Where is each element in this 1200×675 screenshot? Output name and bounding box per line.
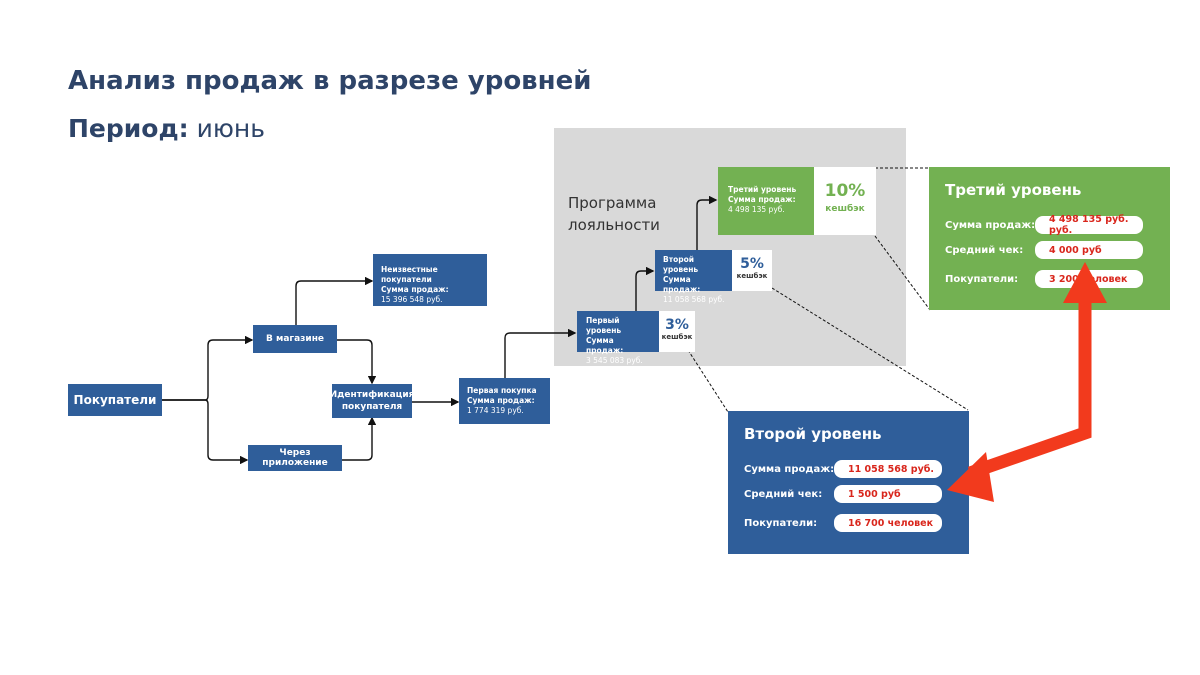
level2-box: Второй уровень Сумма продаж: 11 058 568 … xyxy=(655,250,732,304)
leader-level2-top xyxy=(771,287,969,411)
level2-detail-panel: Второй уровень Сумма продаж: 11 058 568 … xyxy=(728,411,969,554)
unknown-buyers-label: Сумма продаж: xyxy=(381,285,449,294)
first-purchase-box: Первая покупка Сумма продаж: 1 774 319 р… xyxy=(459,378,550,424)
level3-pct: 10% xyxy=(824,181,866,201)
connector-buyers-app xyxy=(162,399,249,465)
buyers-box: Покупатели xyxy=(68,384,162,416)
level2-cashback: 5% кешбэк xyxy=(732,250,772,291)
level3-cashback: 10% кешбэк xyxy=(814,167,876,235)
level2-label: Сумма продаж: xyxy=(663,275,701,294)
period-label: Период: xyxy=(68,114,189,143)
level2-panel-check-value: 1 500 руб xyxy=(834,485,942,503)
level3-panel-buyers-label: Покупатели: xyxy=(945,274,1019,285)
level2-panel-buyers-value: 16 700 человек xyxy=(834,514,942,532)
level3-panel-sales-label: Сумма продаж: xyxy=(945,220,1036,231)
level1-title: Первый уровень xyxy=(586,316,622,335)
level2-value: 11 058 568 руб. xyxy=(663,295,725,304)
level3-title: Третий уровень xyxy=(728,185,797,194)
level1-box: Первый уровень Сумма продаж: 3 545 083 р… xyxy=(577,311,659,365)
unknown-buyers-title: Неизвестные покупатели xyxy=(381,265,438,284)
level3-panel-sales-value: 4 498 135 руб. руб. xyxy=(1035,214,1143,236)
connector-store-unknown xyxy=(295,276,374,325)
comparison-arrowhead-up xyxy=(1063,262,1107,303)
first-purchase-label: Сумма продаж: xyxy=(467,396,535,405)
first-purchase-value: 1 774 319 руб. xyxy=(467,406,524,415)
leader-level2-bottom xyxy=(687,349,729,413)
connector-app-ident xyxy=(342,416,377,461)
in-store-box: В магазине xyxy=(253,325,337,353)
level3-value: 4 498 135 руб. xyxy=(728,205,785,214)
comparison-arrowhead-left xyxy=(947,452,994,502)
level3-panel-check-value: 4 000 руб xyxy=(1035,241,1143,259)
connector-store-ident xyxy=(337,339,377,385)
level3-panel-title: Третий уровень xyxy=(945,181,1082,199)
level2-panel-buyers-label: Покупатели: xyxy=(744,518,818,529)
level3-label: Сумма продаж: xyxy=(728,195,796,204)
connector-level2-level3 xyxy=(696,195,718,250)
period: Период: июнь xyxy=(68,114,265,143)
level1-cashback-label: кешбэк xyxy=(661,333,693,341)
connector-level1-level2 xyxy=(635,266,655,311)
unknown-buyers-box: Неизвестные покупатели Сумма продаж: 15 … xyxy=(373,254,487,306)
via-app-box: Через приложение xyxy=(248,445,342,471)
level1-label: Сумма продаж: xyxy=(586,336,624,355)
level1-cashback: 3% кешбэк xyxy=(659,311,695,352)
unknown-buyers-value: 15 396 548 руб. xyxy=(381,295,443,304)
level2-title: Второй уровень xyxy=(663,255,699,274)
leader-level3-bottom xyxy=(874,235,931,311)
level3-box: Третий уровень Сумма продаж: 4 498 135 р… xyxy=(718,167,814,235)
connector-first-level1 xyxy=(504,328,577,383)
level3-panel-check-label: Средний чек: xyxy=(945,245,1024,256)
level2-panel-sales-label: Сумма продаж: xyxy=(744,464,835,475)
level1-value: 3 545 083 руб. xyxy=(586,356,643,365)
level2-panel-title: Второй уровень xyxy=(744,425,882,443)
level2-panel-sales-value: 11 058 568 руб. xyxy=(834,460,942,478)
loyalty-program-label: Программа лояльности xyxy=(568,194,660,234)
level2-pct: 5% xyxy=(740,256,764,272)
level3-cashback-label: кешбэк xyxy=(825,204,865,214)
first-purchase-title: Первая покупка xyxy=(467,386,537,395)
period-value: июнь xyxy=(196,114,265,143)
identification-box: Идентификация покупателя xyxy=(330,384,414,418)
level2-panel-check-label: Средний чек: xyxy=(744,489,823,500)
comparison-arrow-shaft xyxy=(967,300,1092,480)
level3-detail-panel: Третий уровень Сумма продаж: 4 498 135 р… xyxy=(929,167,1170,310)
page-title: Анализ продаж в разрезе уровней xyxy=(68,66,592,96)
level2-cashback-label: кешбэк xyxy=(736,272,768,280)
level1-pct: 3% xyxy=(665,317,689,333)
